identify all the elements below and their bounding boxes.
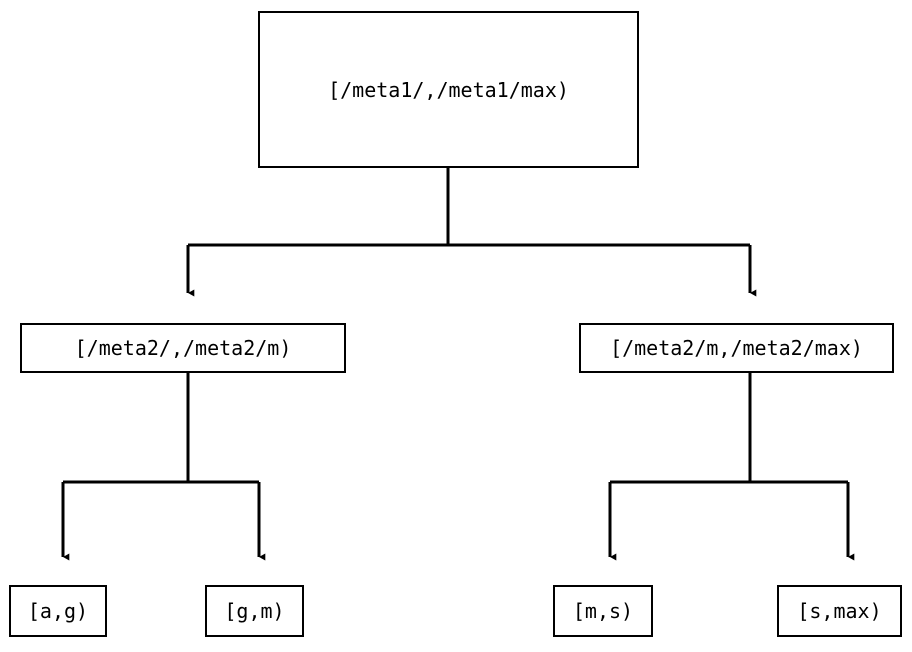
node-root[interactable]: [/meta1/,/meta1/max) — [258, 11, 639, 168]
edge-meta2left-to-leaves — [61, 373, 266, 561]
node-leaf-s-max-label: [s,max) — [797, 599, 882, 623]
node-leaf-a-g[interactable]: [a,g) — [9, 585, 107, 637]
edge-meta2right-to-leaves — [608, 373, 855, 561]
node-meta2-left[interactable]: [/meta2/,/meta2/m) — [20, 323, 346, 373]
node-leaf-m-s-label: [m,s) — [572, 599, 634, 623]
node-leaf-s-max[interactable]: [s,max) — [777, 585, 902, 637]
node-leaf-m-s[interactable]: [m,s) — [553, 585, 653, 637]
node-meta2-left-label: [/meta2/,/meta2/m) — [74, 336, 292, 360]
node-leaf-a-g-label: [a,g) — [27, 599, 89, 623]
edge-root-to-level1 — [186, 168, 757, 297]
node-root-label: [/meta1/,/meta1/max) — [328, 77, 569, 102]
node-leaf-g-m-label: [g,m) — [224, 599, 285, 623]
node-leaf-g-m[interactable]: [g,m) — [205, 585, 304, 637]
node-meta2-right[interactable]: [/meta2/m,/meta2/max) — [579, 323, 894, 373]
node-meta2-right-label: [/meta2/m,/meta2/max) — [610, 336, 863, 360]
